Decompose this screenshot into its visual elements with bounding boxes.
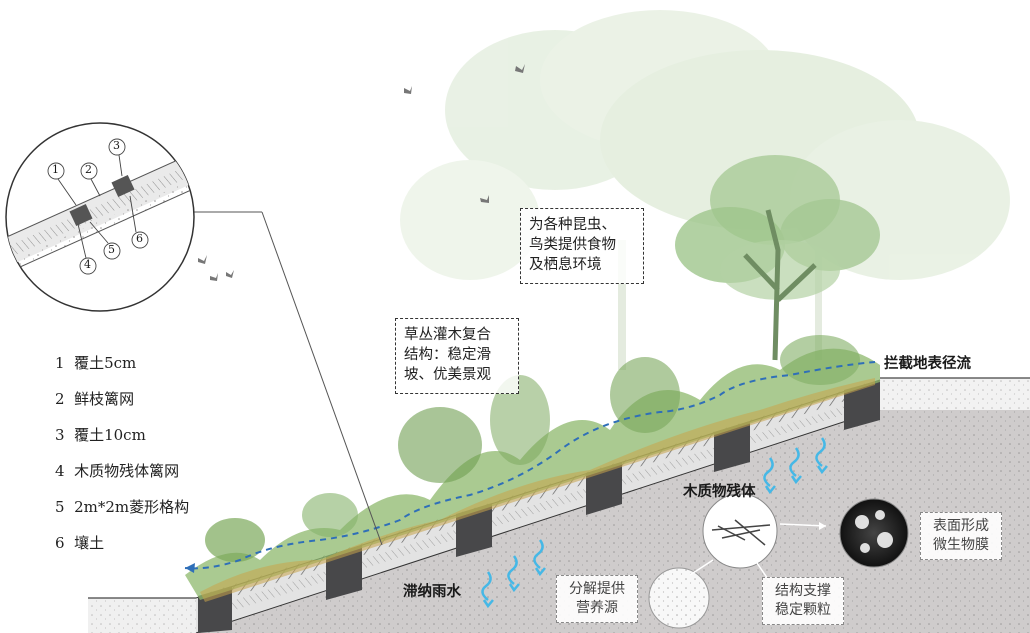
legend-text: 覆土5cm <box>74 354 137 372</box>
woody-debris-diagram <box>648 493 909 629</box>
legend-text: 覆土10cm <box>74 426 146 444</box>
legend-text: 2m*2m菱形格构 <box>74 498 190 516</box>
woody-debris-label: 木质物残体 <box>683 484 756 500</box>
flow-arrowhead <box>185 563 195 573</box>
legend-item: 1 覆土5cm <box>55 352 136 373</box>
legend-item: 6 壤土 <box>55 532 104 553</box>
callout-line: 及栖息环境 <box>529 257 602 273</box>
legend-text: 鲜枝篱网 <box>74 390 135 408</box>
vegetation <box>185 335 880 602</box>
runoff-label: 拦截地表径流 <box>884 356 971 372</box>
callout-line: 结构支撑 <box>775 583 831 599</box>
main-tree <box>675 155 880 361</box>
legend-text: 壤土 <box>74 534 105 552</box>
detail-callout <box>5 122 383 546</box>
legend-number: 3 <box>55 426 65 444</box>
legend-item: 4 木质物残体篱网 <box>55 460 179 481</box>
background-trees <box>400 10 1010 370</box>
legend-item: 3 覆土10cm <box>55 424 146 445</box>
shrub-callout: 草丛灌木复合 结构：稳定滑 坡、优美景观 <box>395 318 519 394</box>
support-callout: 结构支撑 稳定颗粒 <box>762 577 844 625</box>
legend-number: 6 <box>55 534 65 552</box>
microbe-callout: 表面形成 微生物膜 <box>920 512 1002 560</box>
callout-line: 表面形成 <box>933 518 989 534</box>
legend-item: 5 2m*2m菱形格构 <box>55 496 189 517</box>
runoff-flow-line <box>184 361 876 570</box>
rain-retention-label: 滞纳雨水 <box>403 584 461 600</box>
legend-item: 2 鲜枝篱网 <box>55 388 134 409</box>
legend-number: 1 <box>55 354 65 372</box>
callout-line: 稳定颗粒 <box>775 602 831 618</box>
bird-icons <box>198 64 525 281</box>
callout-line: 营养源 <box>576 600 618 616</box>
callout-line: 坡、优美景观 <box>404 367 491 383</box>
legend-text: 木质物残体篱网 <box>74 462 180 480</box>
marker-2: 2 <box>85 163 92 176</box>
callout-line: 鸟类提供食物 <box>529 237 616 253</box>
marker-3: 3 <box>113 139 120 152</box>
legend-number: 4 <box>55 462 65 480</box>
slope-soil <box>88 377 1030 633</box>
legend-number: 2 <box>55 390 65 408</box>
legend-number: 5 <box>55 498 65 516</box>
marker-1: 1 <box>52 163 59 176</box>
marker-4: 4 <box>84 258 91 271</box>
callout-line: 微生物膜 <box>933 537 989 553</box>
callout-line: 分解提供 <box>569 581 625 597</box>
callout-line: 为各种昆虫、 <box>529 217 616 233</box>
callout-line: 结构：稳定滑 <box>404 347 491 363</box>
habitat-callout: 为各种昆虫、 鸟类提供食物 及栖息环境 <box>520 208 644 284</box>
callout-line: 草丛灌木复合 <box>404 327 491 343</box>
rain-arrows <box>481 437 828 609</box>
nutrient-callout: 分解提供 营养源 <box>556 575 638 623</box>
marker-6: 6 <box>136 232 143 245</box>
marker-5: 5 <box>108 243 115 256</box>
